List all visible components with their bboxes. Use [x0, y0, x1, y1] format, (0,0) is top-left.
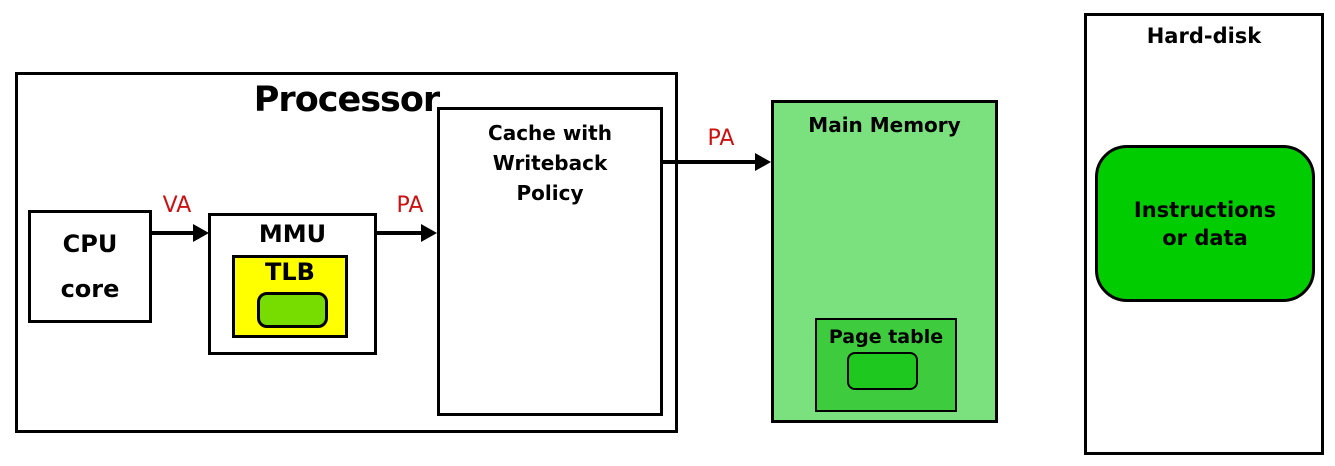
cpu-core-box: CPU core: [28, 210, 152, 323]
page-table-entry-rect: [847, 352, 918, 390]
disk-contents-rect: Instructions or data: [1095, 145, 1315, 302]
tlb-entry-rect: [257, 292, 328, 328]
cache-box: [437, 107, 663, 416]
pa-mmu-cache-bus-label: PA: [396, 193, 424, 218]
pa-cache-memory-arrow-head-icon: [755, 153, 771, 171]
pa-mmu-cache-arrow-head-icon: [421, 224, 437, 242]
hard-disk-title: Hard-disk: [1146, 24, 1262, 48]
tlb-label: TLB: [265, 258, 315, 286]
mmu-label: MMU: [258, 220, 327, 248]
va-bus-label: VA: [162, 193, 192, 218]
va-arrow-head-icon: [193, 224, 209, 242]
main-memory-title: Main Memory: [808, 113, 961, 137]
processor-title: Processor: [253, 80, 440, 120]
pa-cache-memory-bus-label: PA: [707, 126, 735, 151]
va-arrow-line: [152, 231, 196, 235]
page-table-label: Page table: [828, 326, 944, 348]
pa-cache-memory-arrow-line: [663, 160, 757, 164]
cache-label: Cache with Writeback Policy: [488, 121, 612, 205]
pa-mmu-cache-arrow-line: [377, 231, 423, 235]
